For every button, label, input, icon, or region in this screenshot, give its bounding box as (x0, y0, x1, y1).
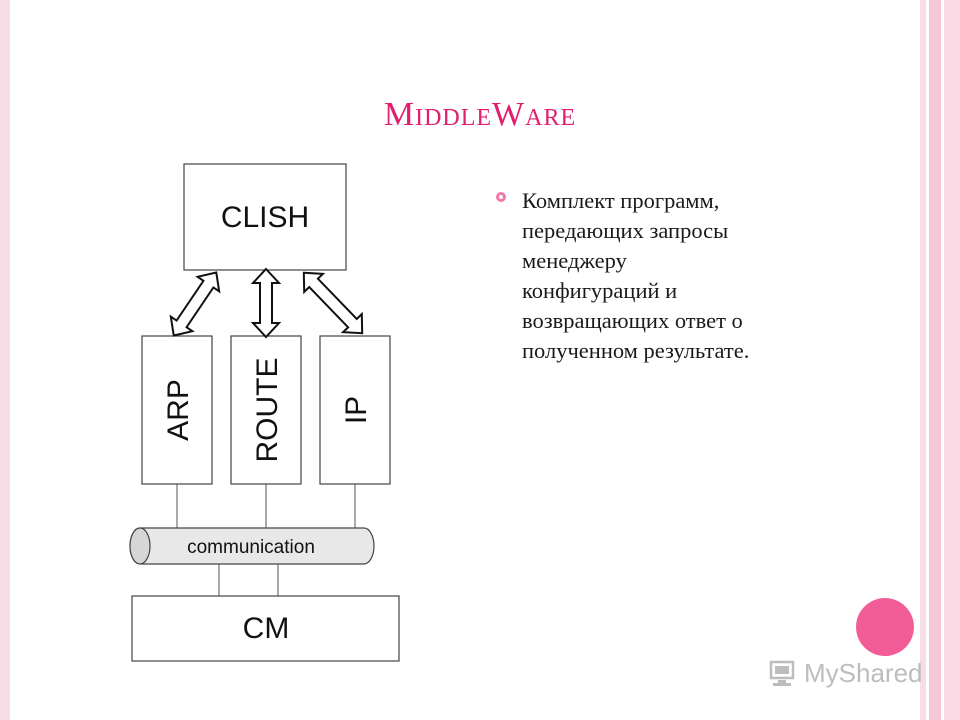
arp-box (141, 335, 213, 485)
clish-box (183, 163, 347, 271)
double-arrow-clish-arp-icon (169, 271, 221, 337)
slide-title: MiddleWare (383, 96, 577, 133)
slide-frame-right (920, 0, 960, 720)
computer-icon (769, 660, 795, 686)
cm-label: CM (243, 612, 290, 645)
route-label: ROUTE (251, 358, 284, 463)
bullet-ring-icon (496, 192, 506, 202)
double-arrow-clish-ip-icon (302, 271, 364, 335)
decorative-circle (856, 598, 914, 656)
ip-label: IP (340, 396, 373, 424)
ip-box (319, 335, 391, 485)
bus-label: communication (187, 537, 315, 558)
watermark: MyShared (768, 654, 928, 694)
double-arrow-clish-route-icon (250, 267, 282, 339)
arp-label: ARP (162, 379, 195, 441)
watermark-text: MyShared (804, 658, 923, 688)
bus-label-bg (180, 535, 322, 557)
slide-frame-left (0, 0, 10, 720)
communication-bus: communication (129, 527, 375, 565)
cm-box (131, 595, 400, 662)
clish-label: CLISH (221, 201, 309, 234)
bullet-text: Комплект программ, передающих запросы ме… (522, 188, 750, 363)
